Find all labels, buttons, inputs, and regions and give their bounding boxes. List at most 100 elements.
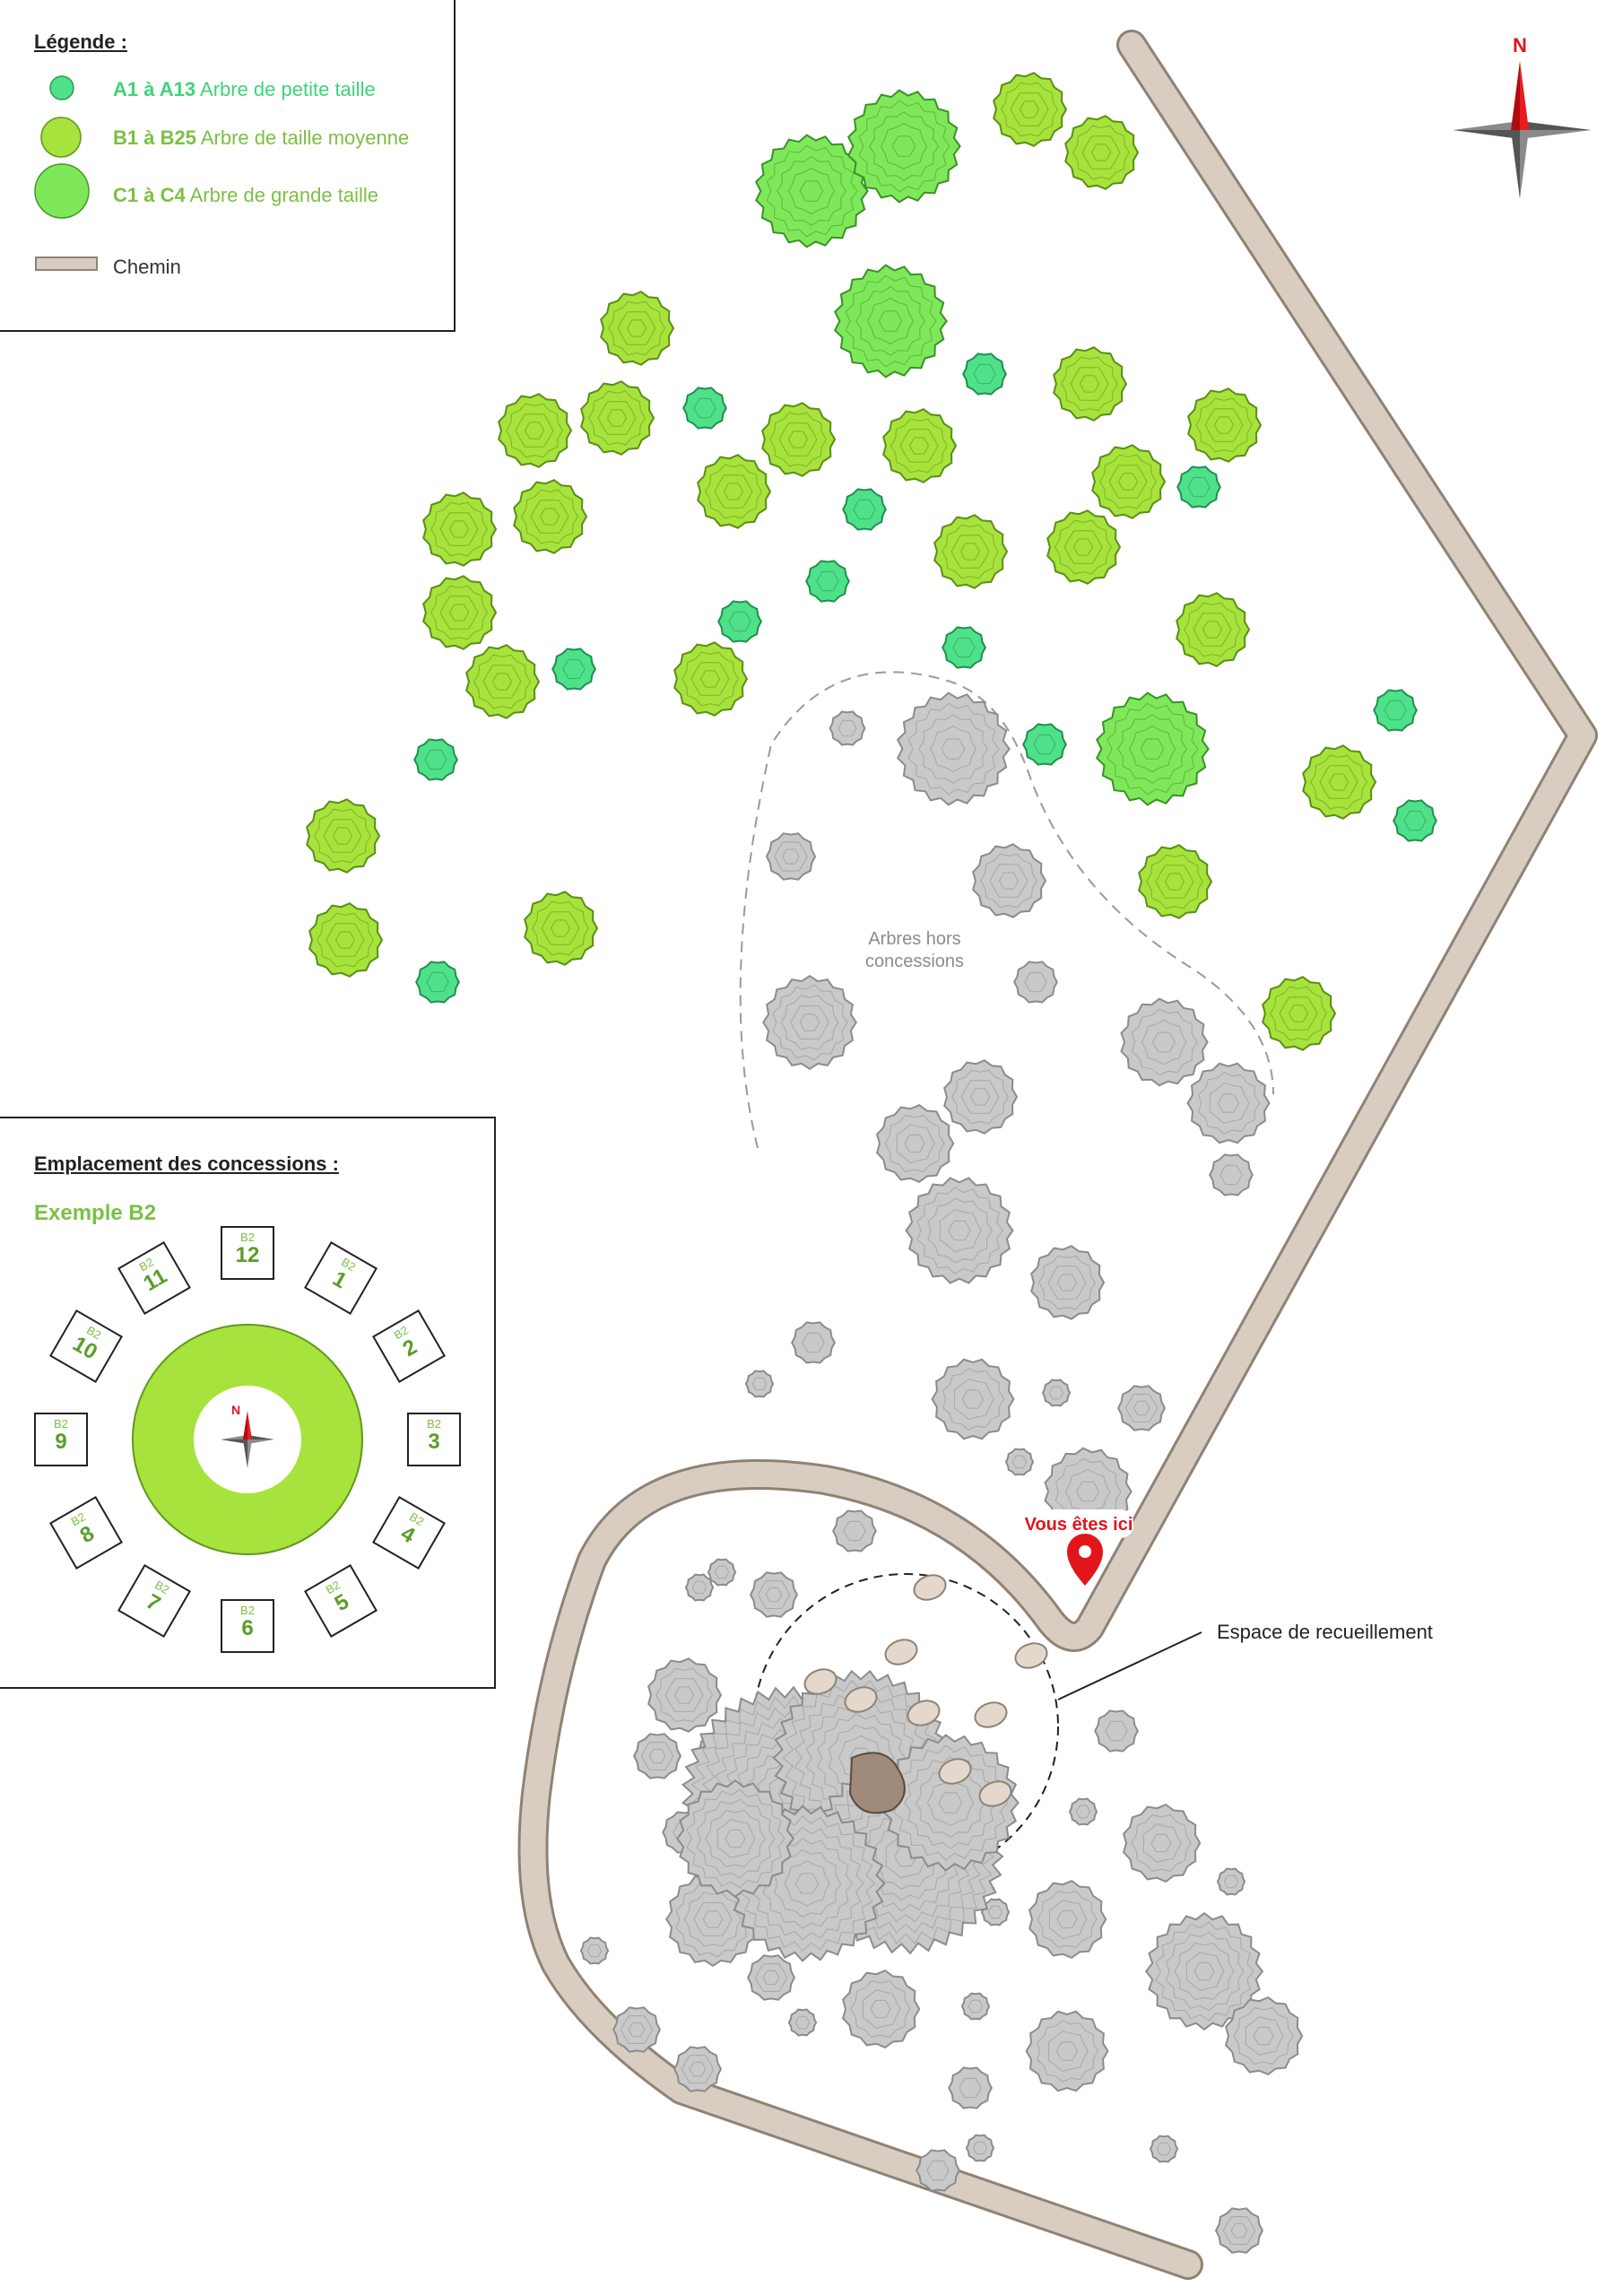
grey-tree-icon-leaf-layer [1222, 2215, 1256, 2246]
grey-tree-icon [1214, 2207, 1264, 2254]
tree-a4[interactable]: A4 [493, 0, 1221, 509]
tree-canopy-icon-leaf-layer [853, 499, 876, 520]
grey-tree-icon-leaf-layer [987, 1905, 1003, 1919]
tree-a5[interactable]: A5 [600, 0, 986, 669]
tree-b1[interactable]: B1 [948, 0, 1337, 1051]
tree-label-b5: B5 [484, 0, 508, 4]
tree-b18[interactable]: B18 [461, 0, 588, 554]
tree-b23[interactable]: B23 [306, 0, 794, 874]
tree-b2[interactable]: B2 [820, 0, 1213, 919]
grey-tree-icon [744, 1370, 775, 1398]
tree-label-a11: A11 [568, 0, 601, 4]
grey-tree-icon [1028, 1879, 1107, 1960]
grey-tree-icon-leaf-layer [1037, 2020, 1099, 2083]
tree-a1[interactable]: A1 [773, 0, 1437, 842]
tree-a6[interactable]: A6 [461, 0, 887, 531]
tree-outside-concession [1186, 1062, 1271, 1144]
tree-canopy-icon-leaf-layer [1072, 538, 1094, 556]
tree-b22[interactable]: B22 [465, 0, 655, 719]
tree-outside-concession [791, 1321, 836, 1364]
tree-label-a13: A13 [928, 0, 961, 4]
tree-b20[interactable]: B20 [612, 0, 749, 717]
tree-canopy-icon-leaf-layer [323, 819, 362, 853]
tree-c2[interactable]: C2 [248, 0, 948, 378]
tree-outside-concession [943, 1059, 1019, 1135]
tree-canopy-icon-leaf-layer [424, 749, 447, 770]
tree-outside-concession [744, 1370, 775, 1398]
tree-canopy-icon-leaf-layer [335, 931, 355, 949]
tree-c1[interactable]: C1 [663, 0, 1210, 806]
concession-plot-tree-code: B2 [54, 1417, 68, 1431]
tree-b15[interactable]: B15 [459, 0, 772, 529]
grey-tree-icon-leaf-layer [1209, 1082, 1250, 1125]
grey-tree-icon [1224, 1996, 1304, 2076]
grey-tree-icon-leaf-layer [1152, 1031, 1176, 1053]
tree-canopy-icon-leaf-layer [1384, 700, 1407, 721]
tree-b3[interactable]: B3 [716, 0, 1377, 820]
tree-a8[interactable]: A8 [533, 0, 850, 603]
tree-b5[interactable]: B5 [484, 0, 1122, 585]
tree-outside-concession [1209, 1153, 1254, 1196]
tree-outside-concession [841, 1969, 921, 2049]
grey-tree-icon [972, 843, 1047, 918]
grey-tree-icon [1004, 1448, 1035, 1476]
tree-b10[interactable]: B10 [377, 0, 958, 483]
tree-c3[interactable]: C3 [125, 0, 869, 248]
grey-tree-icon-leaf-layer [691, 1580, 707, 1595]
tree-a10[interactable]: A10 [551, 0, 650, 691]
tree-canopy-icon-leaf-layer [1090, 144, 1112, 161]
compass-north-arm [1511, 61, 1520, 130]
grey-tree-icon-leaf-layer [968, 1999, 984, 2013]
tree-a2[interactable]: A2 [663, 0, 1418, 732]
tree-canopy-icon-leaf-layer [1155, 865, 1194, 899]
tree-canopy-icon [580, 380, 655, 456]
tree-b12[interactable]: B12 [39, 0, 1068, 147]
tree-b19[interactable]: B19 [422, 0, 498, 567]
tree-label-b21: B21 [576, 0, 609, 4]
grey-tree-icon-leaf-layer [1156, 2142, 1172, 2156]
tree-b21[interactable]: B21 [422, 0, 609, 650]
tree-b13[interactable]: B13 [368, 0, 837, 477]
grey-tree-icon-leaf-layer [774, 841, 808, 872]
grey-tree-icon-leaf-layer [1185, 1952, 1225, 1991]
tree-canopy-icon-leaf-layer [1204, 408, 1244, 442]
tree-b24[interactable]: B24 [308, 0, 912, 978]
tree-b25[interactable]: B25 [524, 0, 891, 966]
tree-a3[interactable]: A3 [697, 0, 1067, 766]
grey-tree-icon-leaf-layer [939, 1208, 982, 1253]
grey-tree-icon-leaf-layer [790, 1004, 829, 1040]
tree-a12[interactable]: A12 [413, 0, 739, 781]
tree-a13[interactable]: A13 [415, 0, 961, 1004]
tree-canopy-icon-leaf-layer [1107, 702, 1199, 796]
tree-canopy-icon [846, 89, 961, 204]
tree-label-b25: B25 [858, 0, 891, 4]
tree-outside-concession [647, 1657, 723, 1733]
grey-trees-layer [579, 691, 1304, 2254]
grey-tree-icon-leaf-layer [1150, 1833, 1172, 1853]
grey-tree-icon-leaf-layer [1055, 2041, 1079, 2061]
tree-label-a3: A3 [697, 0, 720, 4]
tree-canopy-icon-leaf-layer [880, 122, 928, 170]
tree-label-b20: B20 [612, 0, 645, 4]
tree-canopy-icon-leaf-layer [524, 422, 545, 439]
tree-outside-concession [980, 1898, 1011, 1926]
tree-canopy-icon [1176, 465, 1221, 509]
grey-tree-icon [960, 1992, 991, 2021]
tree-canopy-icon-leaf-layer [1001, 82, 1058, 137]
tree-outside-concession [1216, 1867, 1246, 1896]
tree-b6[interactable]: B6 [484, 0, 1009, 589]
tree-c4[interactable]: C4 [56, 0, 961, 204]
tree-b4[interactable]: B4 [567, 0, 1251, 667]
tree-a11[interactable]: A11 [568, 0, 762, 643]
tree-canopy-icon [1262, 976, 1337, 1051]
tree-canopy-icon-leaf-layer [1319, 765, 1358, 799]
tree-label-b22: B22 [622, 0, 655, 4]
legend-large-range: C1 à C4 [113, 184, 186, 206]
grey-tree-icon [647, 1657, 723, 1733]
grey-tree-icon [1144, 1911, 1264, 2031]
grey-tree-icon-leaf-layer [762, 1970, 780, 1986]
